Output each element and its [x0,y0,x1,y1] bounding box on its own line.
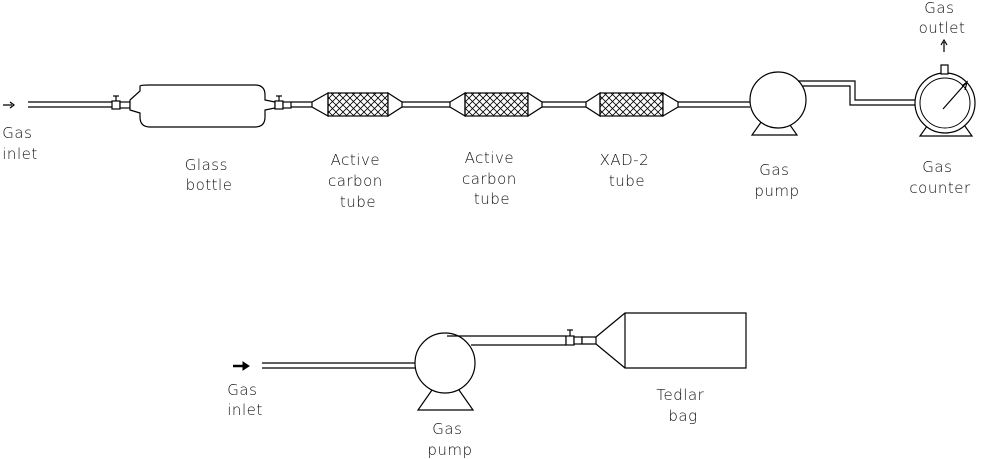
xad2-tube-label: XAD-2 tube [600,151,655,190]
pump-to-counter-pipe [798,80,916,106]
active-carbon-tube-1-label: Active carbon tube [328,151,388,211]
top-gas-pump [749,71,807,136]
bottom-gas-pump-label: Gas pump [427,420,472,459]
glass-bottle-label: Glass bottle [185,156,233,194]
top-gas-inlet-label: Gas inlet [2,124,37,163]
xad2-tube [585,91,679,118]
active-carbon-tube-2-label: Active carbon tube [462,149,522,208]
glass-bottle [129,84,276,128]
pipe-segment [542,101,586,108]
pipe-segment [678,101,750,108]
pipe-segment [402,101,450,108]
bottom-gas-pump [414,332,476,411]
top-gas-pump-label: Gas pump [754,161,799,200]
bottom-gas-inlet-label: Gas inlet [227,381,262,419]
top-inlet-pipe [28,101,112,108]
tedlar-bag-label: Tedlar bag [656,386,709,425]
gas-outlet-label: Gas outlet [919,0,966,37]
active-carbon-tube-1 [311,91,403,118]
valve-2-icon [274,95,292,110]
pipe-segment [291,101,312,108]
tedlar-bag [581,312,747,369]
gas-counter-label: Gas counter [909,158,971,197]
bottom-inlet-pipe [262,362,415,369]
active-carbon-tube-2 [449,91,543,118]
valve-1-icon [111,95,131,110]
gas-outlet-arrow-icon [940,38,948,52]
top-gas-inlet-arrow-icon [3,101,15,109]
gas-counter [914,64,976,137]
bottom-gas-inlet-arrow-icon [233,361,250,371]
bottom-valve-icon [565,329,583,346]
